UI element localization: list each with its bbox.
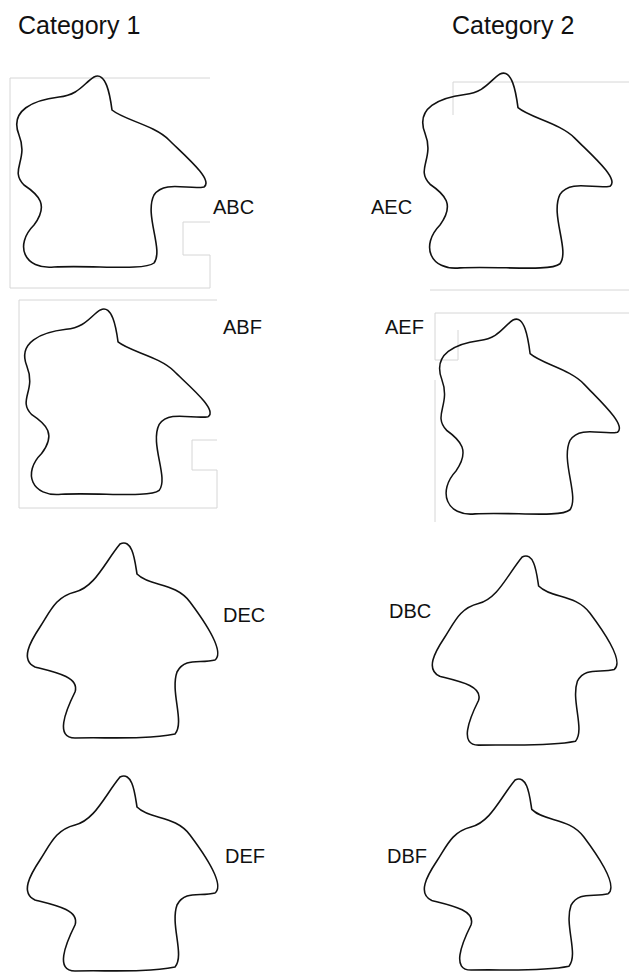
blob-shape bbox=[27, 776, 217, 971]
column-heading: Category 1 bbox=[18, 12, 140, 40]
shape-code: AEC bbox=[370, 196, 413, 218]
shape-code: DEC bbox=[222, 604, 266, 626]
shape-code: ABC bbox=[212, 196, 255, 218]
blob-shapes bbox=[17, 73, 620, 971]
blob-shape bbox=[27, 543, 217, 738]
blob-shape bbox=[424, 779, 611, 970]
shape-code: ABF bbox=[222, 316, 263, 338]
blob-shape bbox=[25, 309, 210, 495]
shape-code: DBC bbox=[388, 600, 432, 622]
shape-code: DBF bbox=[386, 845, 428, 867]
blob-shape bbox=[423, 73, 612, 268]
shape-code: DEF bbox=[224, 845, 266, 867]
blob-shape bbox=[17, 76, 206, 267]
column-heading: Category 2 bbox=[452, 12, 574, 40]
blob-shape bbox=[440, 319, 620, 514]
blob-shape bbox=[432, 556, 617, 745]
shape-code: AEF bbox=[384, 316, 425, 338]
frame-lines bbox=[10, 78, 629, 522]
